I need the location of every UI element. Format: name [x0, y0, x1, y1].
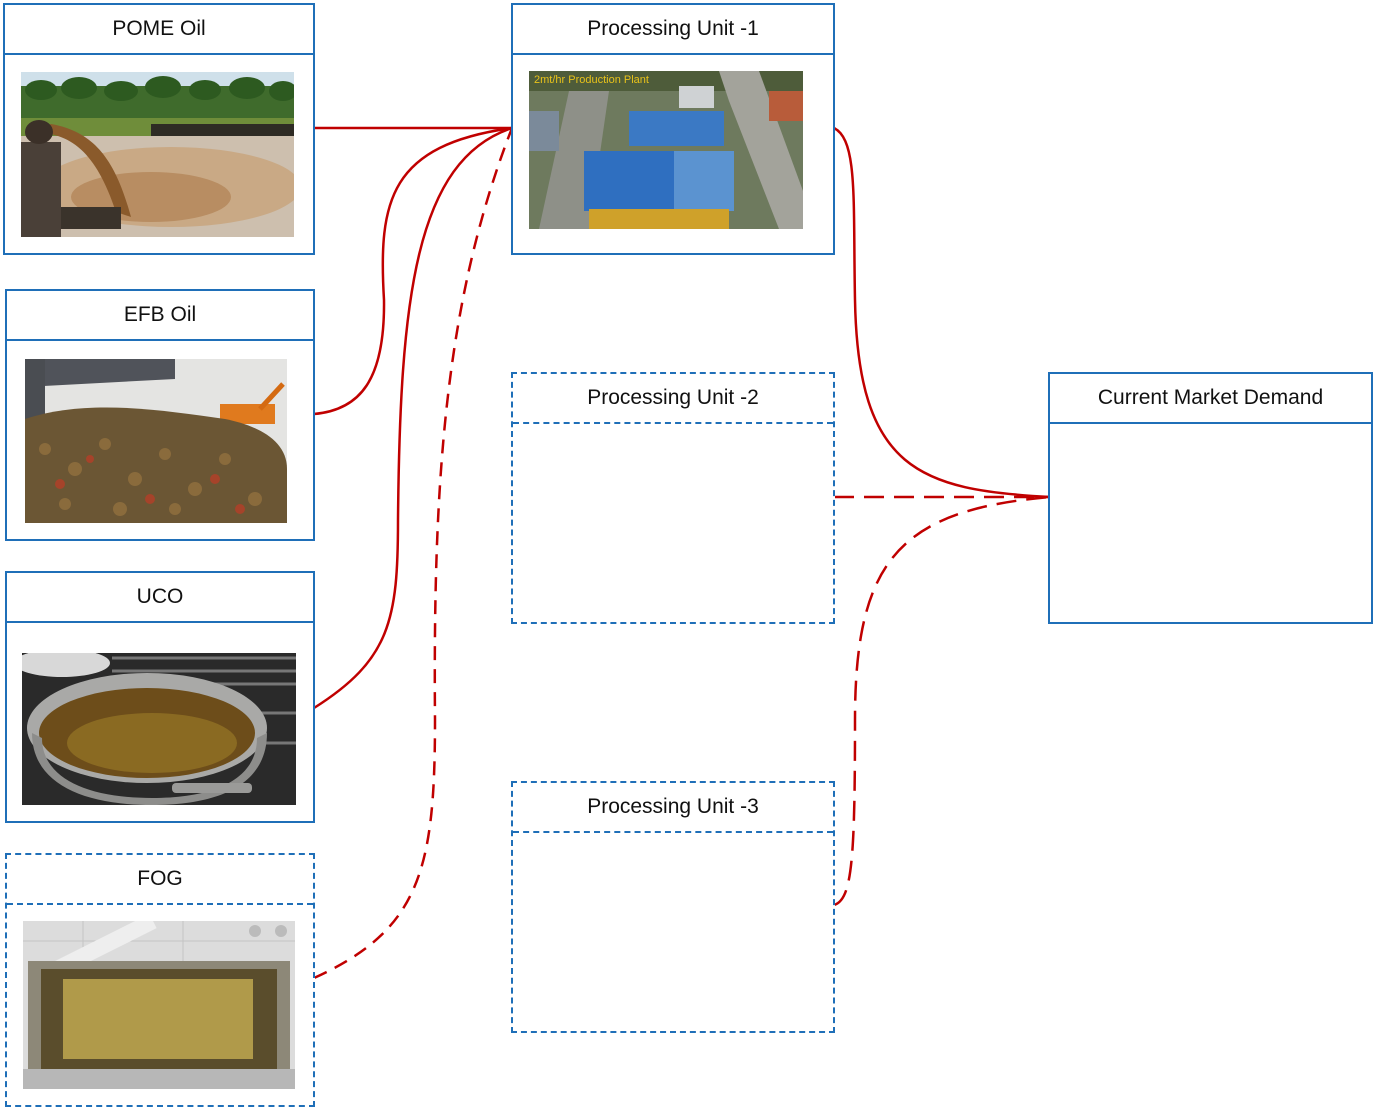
source-title-efb: EFB Oil — [7, 291, 313, 341]
unit-title-3: Processing Unit -3 — [513, 783, 833, 833]
connector-unit1-demand — [833, 126, 1051, 499]
source-box-uco: UCO — [5, 571, 315, 823]
efb-photo — [25, 359, 287, 523]
source-box-fog: FOG — [5, 853, 315, 1107]
unit-title-1: Processing Unit -1 — [513, 5, 833, 55]
source-box-efb: EFB Oil — [5, 289, 315, 541]
fog-photo — [23, 921, 295, 1089]
production-plant-photo: 2mt/hr Production Plant — [529, 71, 803, 229]
unit-box-2: Processing Unit -2 — [511, 372, 835, 624]
demand-box: Current Market Demand — [1048, 372, 1373, 624]
demand-title: Current Market Demand — [1050, 374, 1371, 424]
connector-efb-unit1 — [313, 126, 513, 416]
connector-unit3-demand — [833, 495, 1051, 907]
uco-photo — [22, 653, 296, 805]
unit-box-1: Processing Unit -1 2mt/hr Production Pla… — [511, 3, 835, 255]
unit-box-3: Processing Unit -3 — [511, 781, 835, 1033]
connector-fog-unit1 — [313, 127, 514, 980]
source-title-uco: UCO — [7, 573, 313, 623]
source-title-pome: POME Oil — [5, 5, 313, 55]
source-box-pome: POME Oil — [3, 3, 315, 255]
production-plant-caption: 2mt/hr Production Plant — [534, 74, 649, 86]
source-title-fog: FOG — [7, 855, 313, 905]
connector-uco-unit1 — [313, 126, 513, 710]
pome-photo — [21, 72, 294, 237]
unit-title-2: Processing Unit -2 — [513, 374, 833, 424]
